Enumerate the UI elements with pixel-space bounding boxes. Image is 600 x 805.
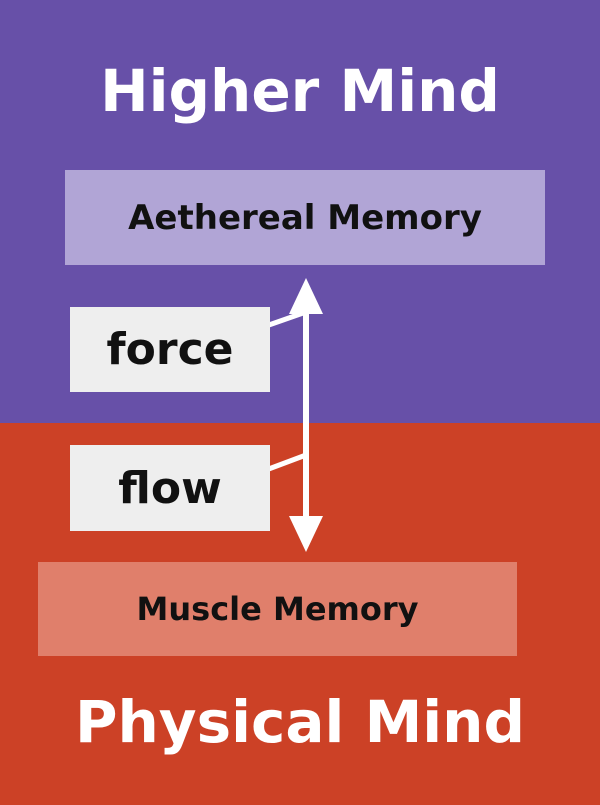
flow-label: flow bbox=[118, 462, 222, 514]
force-label-box: force bbox=[70, 307, 270, 392]
aethereal-memory-box: Aethereal Memory bbox=[65, 170, 545, 265]
muscle-memory-box: Muscle Memory bbox=[38, 562, 517, 656]
higher-mind-title: Higher Mind bbox=[100, 57, 500, 125]
muscle-memory-label: Muscle Memory bbox=[136, 590, 419, 628]
aethereal-memory-label: Aethereal Memory bbox=[128, 197, 482, 238]
physical-mind-title: Physical Mind bbox=[74, 688, 525, 756]
flow-label-box: flow bbox=[70, 445, 270, 531]
force-label: force bbox=[106, 324, 234, 375]
